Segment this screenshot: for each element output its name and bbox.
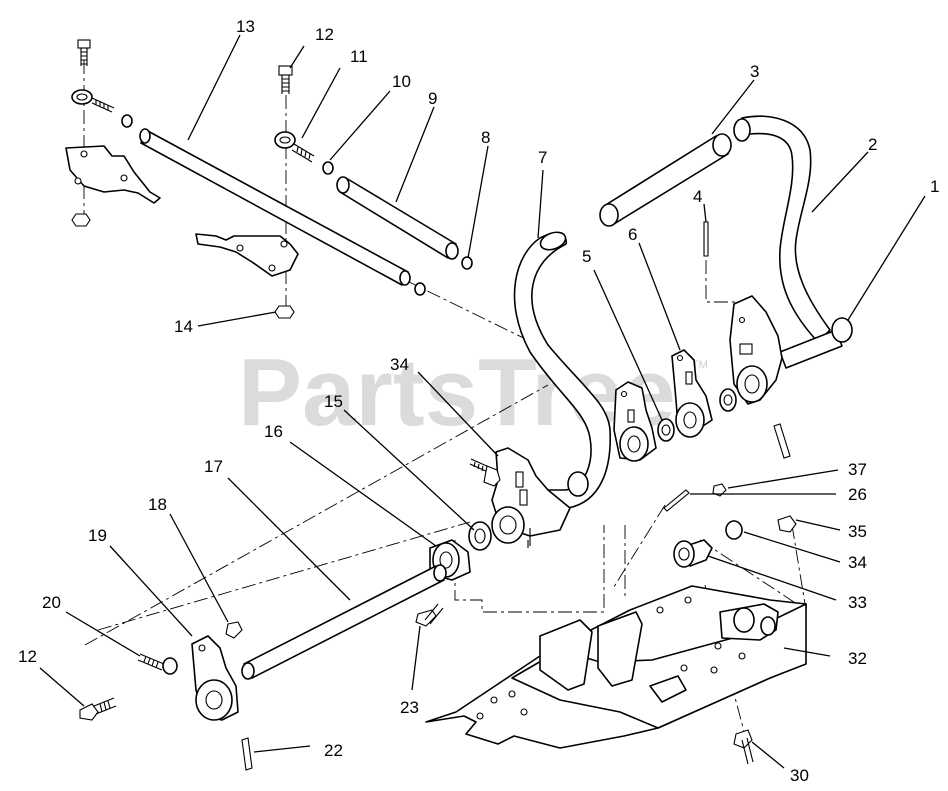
callout-17[interactable]: 17 — [204, 457, 223, 476]
nut-14 — [274, 305, 295, 319]
watermark-trademark: TM — [692, 359, 708, 371]
nut-35 — [777, 515, 797, 533]
pedal-arm-7 — [513, 231, 611, 509]
callout-15[interactable]: 15 — [324, 392, 343, 411]
nut-18 — [225, 621, 243, 639]
callout-9[interactable]: 9 — [428, 89, 437, 108]
nut-37 — [712, 483, 727, 497]
arm-6 — [671, 349, 713, 438]
bolt-12-bottom — [79, 697, 117, 721]
callout-19[interactable]: 19 — [88, 526, 107, 545]
top-bolt-left — [77, 39, 91, 66]
phantom-lines — [83, 60, 807, 736]
callout-18[interactable]: 18 — [148, 495, 167, 514]
bolt-23 — [415, 603, 444, 627]
bracket-top-left — [65, 145, 161, 204]
pin-22 — [241, 737, 253, 771]
pin-4 — [703, 221, 709, 257]
callout-35[interactable]: 35 — [848, 522, 867, 541]
callout-20[interactable]: 20 — [42, 593, 61, 612]
bolt-12-top — [278, 65, 293, 94]
callout-5[interactable]: 5 — [582, 247, 591, 266]
spacer-34 — [725, 520, 743, 540]
callout-30[interactable]: 30 — [790, 766, 809, 785]
rod-13 — [139, 128, 411, 286]
bushing-8 — [461, 256, 473, 270]
pin-26 — [663, 489, 690, 512]
callout-11[interactable]: 11 — [350, 47, 368, 66]
bolt-20 — [137, 653, 178, 675]
callout-26[interactable]: 26 — [848, 485, 867, 504]
cap-1 — [831, 317, 853, 343]
shaft-17 — [241, 564, 447, 680]
callout-37[interactable]: 37 — [848, 460, 867, 479]
pin-2 — [773, 423, 791, 459]
callout-8[interactable]: 8 — [481, 128, 490, 147]
callout-10[interactable]: 10 — [392, 72, 411, 91]
callout-2[interactable]: 2 — [868, 135, 877, 154]
callout-1[interactable]: 1 — [930, 177, 939, 196]
callout-16[interactable]: 16 — [264, 422, 283, 441]
callout-33[interactable]: 33 — [848, 593, 867, 612]
tube-3 — [599, 133, 732, 227]
callout-6[interactable]: 6 — [628, 225, 637, 244]
bearing-16 — [429, 539, 471, 581]
callout-14[interactable]: 14 — [174, 317, 193, 336]
callout-34-right[interactable]: 34 — [848, 553, 867, 572]
callout-23[interactable]: 23 — [400, 698, 419, 717]
callout-12-top[interactable]: 12 — [315, 25, 334, 44]
nut-10 — [322, 161, 334, 175]
bracket-middle — [195, 233, 299, 277]
leader-lines — [39, 34, 926, 769]
callouts: 1 2 3 4 5 6 7 8 9 10 11 12 13 14 15 16 1… — [18, 17, 939, 785]
bearing-33 — [673, 539, 713, 568]
callout-4[interactable]: 4 — [693, 187, 702, 206]
nut-rod-end — [414, 282, 426, 296]
callout-13[interactable]: 13 — [236, 17, 255, 36]
callout-22[interactable]: 22 — [324, 741, 343, 760]
callout-12-bottom[interactable]: 12 — [18, 647, 37, 666]
callout-32[interactable]: 32 — [848, 649, 867, 668]
bolt-30 — [733, 729, 754, 765]
pedal-bracket-34 — [491, 447, 571, 548]
nut-bottom-left — [71, 213, 91, 227]
callout-3[interactable]: 3 — [750, 62, 759, 81]
arm-5 — [613, 381, 657, 462]
rod-end-11 — [274, 131, 315, 163]
arm-19 — [191, 635, 239, 721]
bolt-34 — [469, 458, 501, 487]
callout-7[interactable]: 7 — [538, 148, 547, 167]
nut-top-left — [121, 114, 133, 128]
callout-34-top[interactable]: 34 — [390, 355, 409, 374]
pedal-handle-2 — [729, 115, 843, 405]
rod-end-left — [71, 89, 115, 113]
base-plate-32 — [425, 585, 807, 749]
tube-9 — [336, 176, 459, 260]
